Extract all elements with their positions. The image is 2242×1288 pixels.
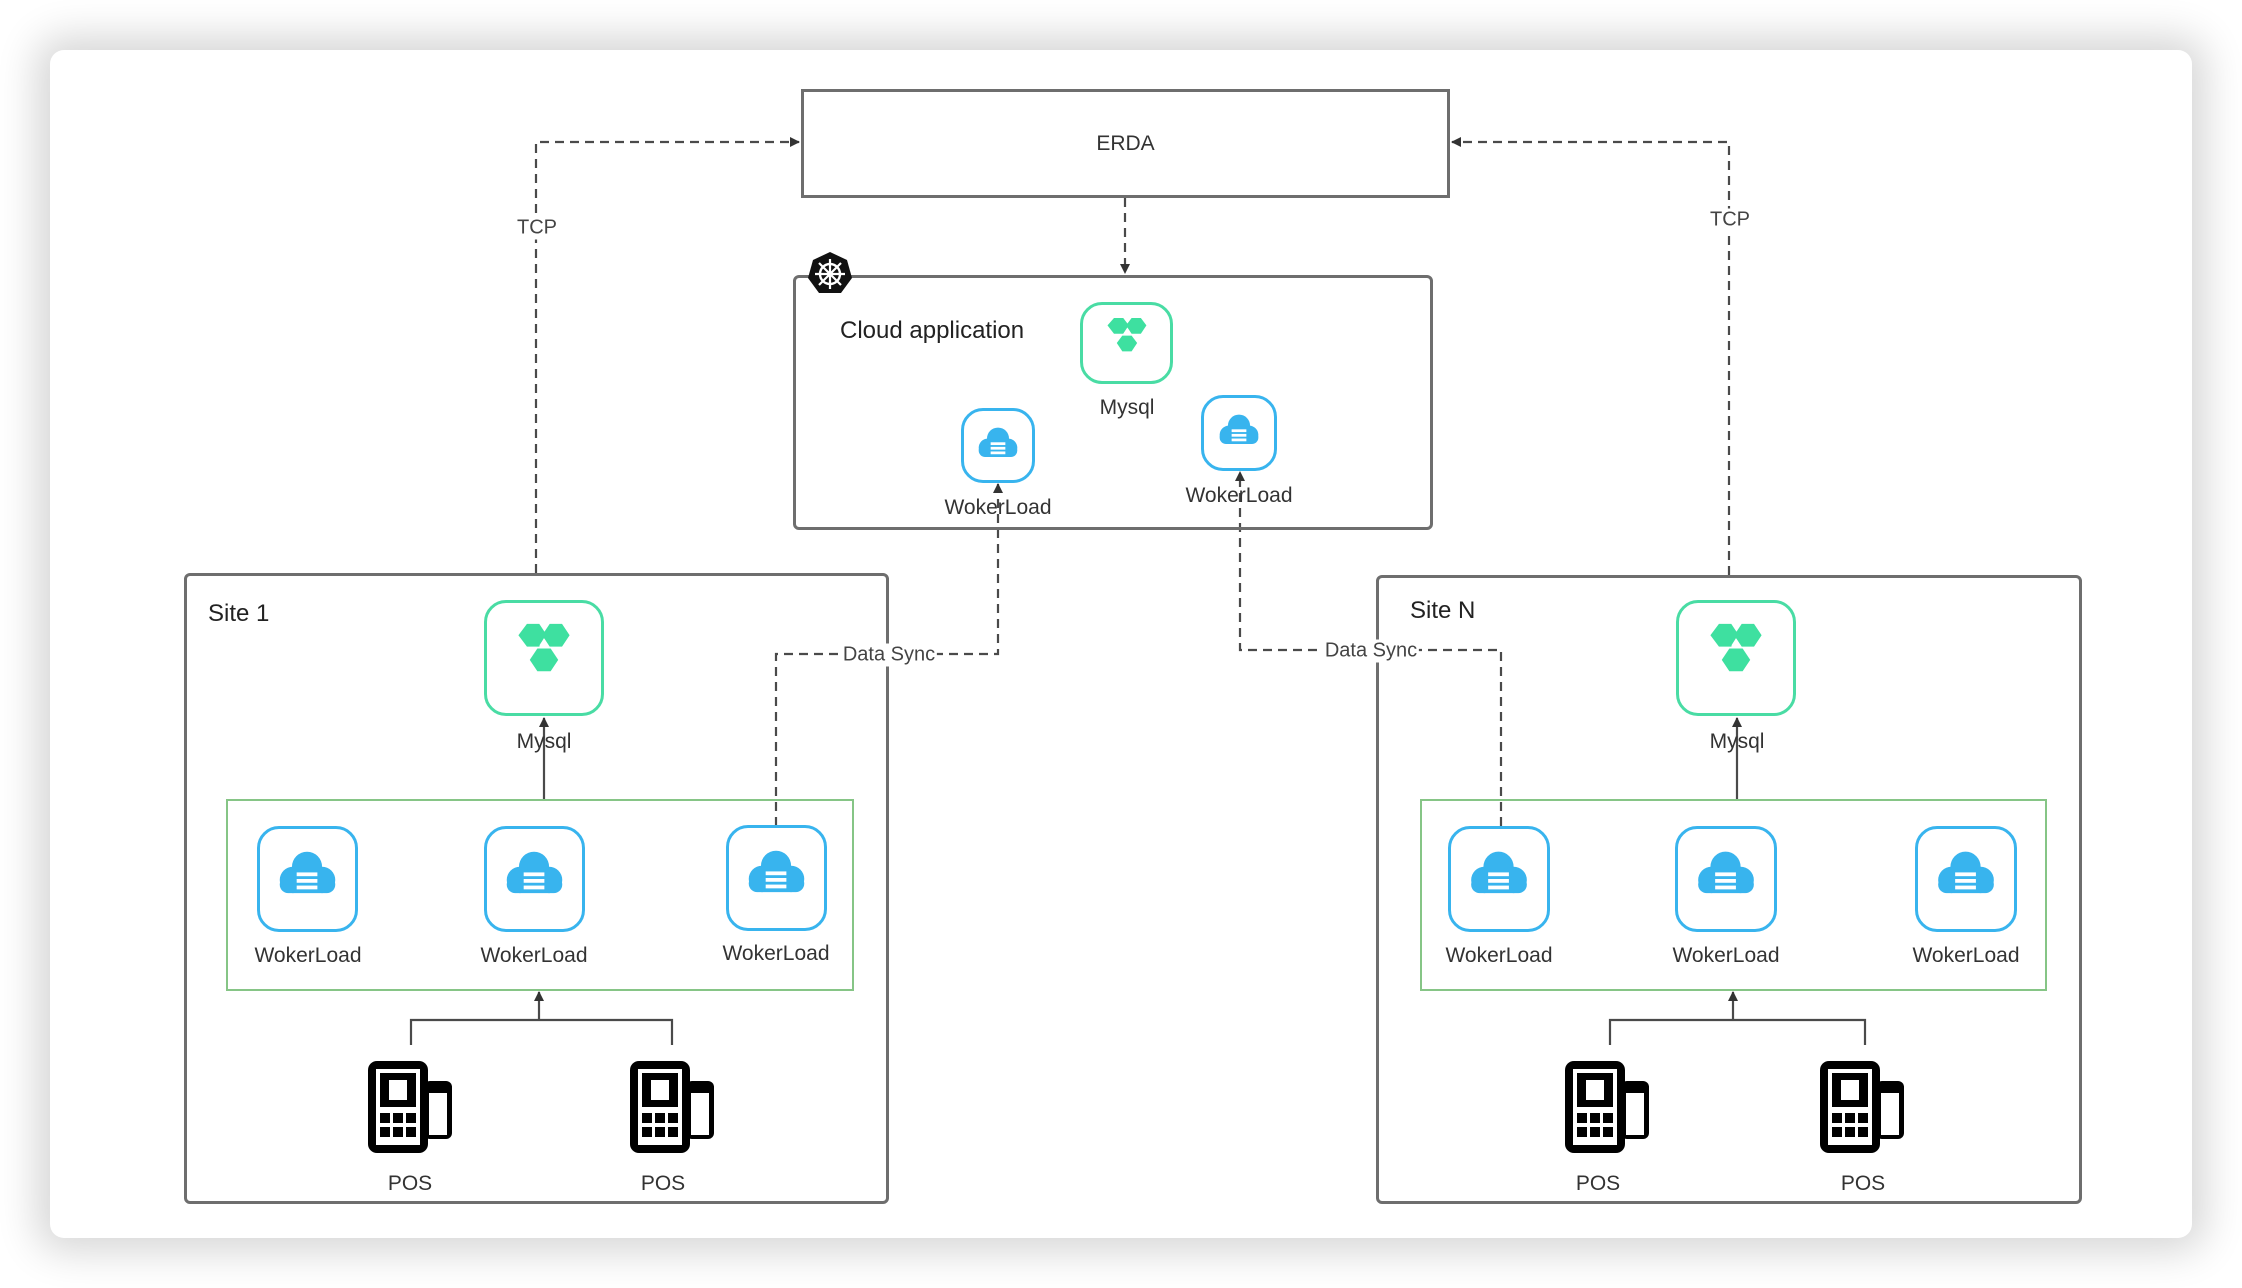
pos-terminal-icon[interactable] [1561, 1057, 1653, 1157]
cloud-server-icon [1938, 851, 1994, 894]
cloud-server-icon [506, 851, 563, 894]
site-1-pos-label: POS [640, 1172, 686, 1195]
pos-terminal-icon[interactable] [1816, 1057, 1908, 1157]
site-n-workload-label: WokerLoad [1672, 944, 1780, 967]
site-1-workload-label: WokerLoad [480, 944, 588, 967]
erda-label: ERDA [1096, 131, 1155, 155]
kubernetes-icon [808, 252, 852, 293]
cloud-server-icon [1471, 851, 1527, 894]
pos-terminal-icon[interactable] [626, 1057, 718, 1157]
site-1-mysql-label: Mysql [516, 730, 572, 753]
mysql-hexagon-icon [1710, 623, 1762, 672]
cloud-server-icon [279, 851, 336, 894]
site-1-workload-node[interactable] [484, 826, 585, 932]
site-1-workload-label: WokerLoad [722, 942, 830, 965]
site-1-box[interactable] [184, 573, 889, 1204]
pos-terminal-icon[interactable] [364, 1057, 456, 1157]
cloud-workload-node[interactable] [1201, 395, 1277, 471]
site-n-pos-label: POS [1840, 1172, 1886, 1195]
site-1-workload-label: WokerLoad [254, 944, 362, 967]
mysql-hexagon-icon [1107, 317, 1147, 352]
site-1-workload-node[interactable] [257, 826, 358, 932]
cloud-workload-label: WokerLoad [944, 496, 1052, 519]
site-1-pos-label: POS [387, 1172, 433, 1195]
site-n-workload-label: WokerLoad [1912, 944, 2020, 967]
cloud-mysql-node[interactable] [1080, 302, 1173, 384]
site-1-workload-node[interactable] [726, 825, 827, 931]
site-1-workload-group [226, 799, 854, 991]
site-n-workload-group [1420, 799, 2047, 991]
tcp-left-label: TCP [515, 216, 559, 240]
cloud-server-icon [1698, 851, 1754, 894]
site-n-data-sync-label: Data Sync [1322, 639, 1420, 663]
site-n-workload-node[interactable] [1448, 826, 1550, 932]
site-n-workload-node[interactable] [1915, 826, 2017, 932]
site-n-title: Site N [1410, 597, 1476, 624]
cloud-application-box[interactable] [793, 275, 1433, 530]
site-n-workload-label: WokerLoad [1445, 944, 1553, 967]
site-n-workload-node[interactable] [1675, 826, 1777, 932]
site-n-pos-label: POS [1575, 1172, 1621, 1195]
site-n-mysql-label: Mysql [1709, 730, 1765, 753]
site-1-title: Site 1 [208, 600, 270, 627]
cloud-workload-label: WokerLoad [1185, 484, 1293, 507]
mysql-hexagon-icon [518, 623, 570, 672]
cloud-application-title: Cloud application [840, 317, 1025, 344]
cloud-mysql-label: Mysql [1099, 396, 1155, 419]
erda-box[interactable]: ERDA [801, 89, 1450, 198]
tcp-right-label: TCP [1708, 208, 1752, 232]
cloud-server-icon [1219, 414, 1259, 445]
site-1-data-sync-label: Data Sync [840, 643, 938, 667]
cloud-server-icon [748, 850, 805, 893]
site-1-mysql-node[interactable] [484, 600, 604, 716]
cloud-server-icon [978, 427, 1018, 457]
site-n-box[interactable] [1376, 575, 2082, 1204]
site-n-mysql-node[interactable] [1676, 600, 1796, 716]
cloud-workload-node[interactable] [961, 408, 1035, 483]
